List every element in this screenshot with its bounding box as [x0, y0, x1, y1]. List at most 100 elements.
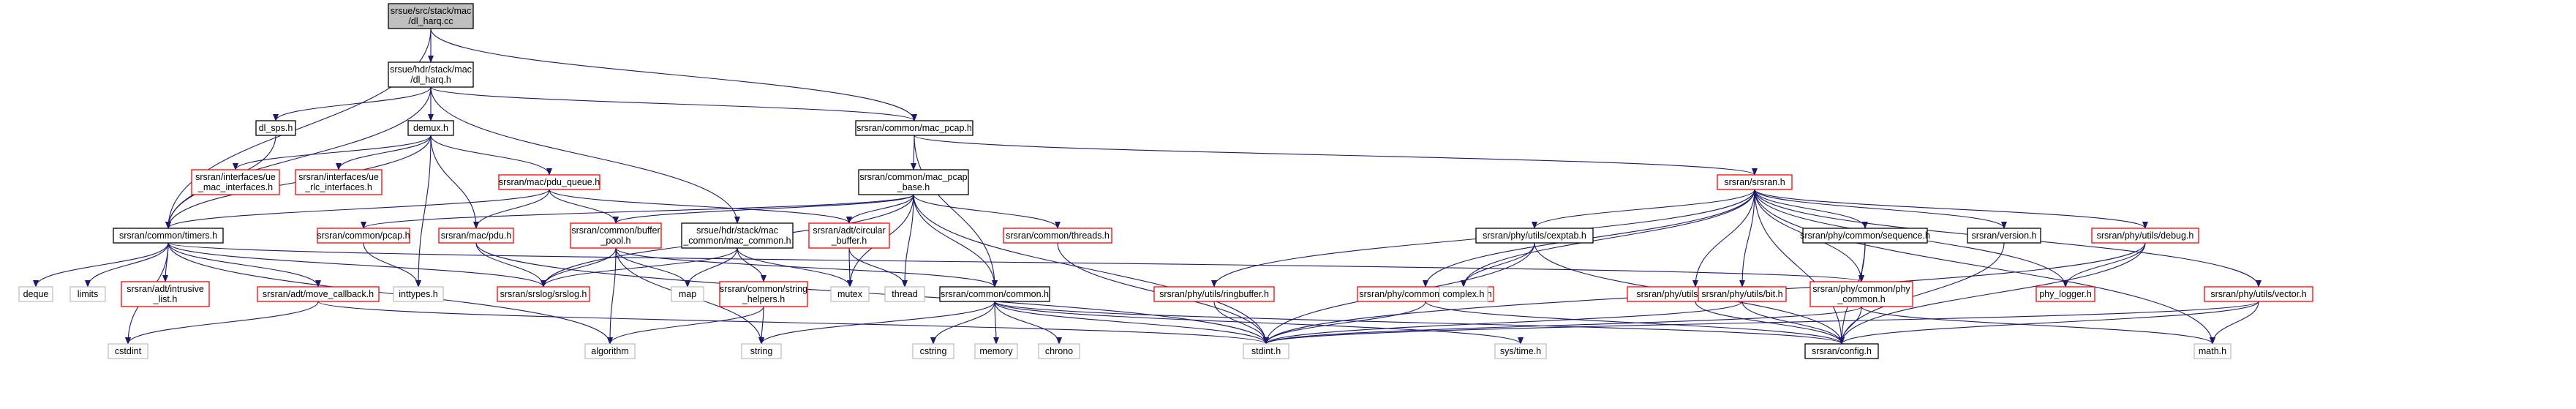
node-box	[191, 169, 280, 195]
node-label: srsran/adt/move_callback.h	[263, 289, 374, 299]
node-box	[388, 3, 474, 29]
edge-vector-to-math	[2210, 301, 2259, 345]
node-box	[584, 343, 636, 359]
node-box	[741, 343, 782, 359]
node-complex[interactable]: complex.h	[1439, 286, 1488, 302]
node-label: complex.h	[1443, 289, 1485, 299]
node-deque[interactable]: deque	[18, 286, 53, 302]
node-dl-harq-cc[interactable]: srsue/src/stack/mac/dl_harq.cc	[388, 3, 474, 29]
node-label: _pool.h	[600, 236, 630, 246]
node-circular-buffer[interactable]: srsran/adt/circular_buffer.h	[808, 222, 890, 249]
node-algorithm[interactable]: algorithm	[584, 343, 636, 359]
node-vector[interactable]: srsran/phy/utils/vector.h	[2204, 286, 2313, 302]
node-stdint[interactable]: stdint.h	[1243, 343, 1289, 359]
edge-mac_pcap_base-to-pcap	[361, 194, 914, 229]
node-label: mutex	[837, 289, 863, 299]
node-box	[1038, 343, 1080, 359]
edge-demux-to-ue_rlc_if	[336, 135, 432, 170]
node-cstdint[interactable]: cstdint	[108, 343, 148, 359]
node-intrusive-list[interactable]: srsran/adt/intrusive_list.h	[121, 281, 210, 307]
node-mac-pdu[interactable]: srsran/mac/pdu.h	[438, 228, 514, 244]
node-systime[interactable]: sys/time.h	[1494, 343, 1547, 359]
node-timers[interactable]: srsran/common/timers.h	[113, 228, 224, 244]
node-box	[858, 169, 969, 195]
node-config[interactable]: srsran/config.h	[1804, 343, 1879, 359]
node-label: srsran/srslog/srslog.h	[500, 289, 587, 299]
node-math[interactable]: math.h	[2193, 343, 2232, 359]
node-threads[interactable]: srsran/common/threads.h	[1003, 228, 1112, 244]
node-string[interactable]: string	[741, 343, 782, 359]
node-pcap[interactable]: srsran/common/pcap.h	[317, 228, 410, 244]
edge-string_helpers-to-algorithm	[607, 306, 764, 345]
edge-bit-to-config	[1741, 301, 1845, 345]
node-ue-mac-if[interactable]: srsran/interfaces/ue_mac_interfaces.h	[191, 169, 280, 195]
node-label: algorithm	[591, 346, 628, 356]
node-ringbuffer[interactable]: srsran/phy/utils/ringbuffer.h	[1153, 286, 1275, 302]
node-box	[939, 286, 1050, 302]
edge-timers-to-srslog	[167, 242, 546, 288]
node-box	[497, 286, 590, 302]
node-debug[interactable]: srsran/phy/utils/debug.h	[2091, 228, 2199, 244]
edge-mac_pcap-to-srsran_h	[914, 135, 1758, 176]
node-chrono[interactable]: chrono	[1038, 343, 1080, 359]
node-dl-sps[interactable]: dl_sps.h	[255, 120, 296, 136]
node-box	[1494, 343, 1547, 359]
edge-common_h-to-string	[758, 301, 995, 345]
edge-sequence-to-phy_common	[1858, 242, 1866, 282]
node-label: srsue/hdr/stack/mac	[696, 225, 778, 236]
node-label: /dl_harq.cc	[408, 16, 453, 26]
node-srsran-h[interactable]: srsran/srsran.h	[1717, 174, 1793, 190]
node-label: srsran/common/timers.h	[119, 230, 217, 241]
node-box	[2035, 286, 2095, 302]
node-pdu-queue[interactable]: srsran/mac/pdu_queue.h	[498, 174, 600, 190]
node-phy-logger[interactable]: phy_logger.h	[2035, 286, 2095, 302]
edge-common_h-to-cstring	[930, 301, 995, 345]
edge-circular_buffer-to-thread	[848, 247, 908, 288]
node-srslog[interactable]: srsran/srslog/srslog.h	[497, 286, 590, 302]
node-mac-pcap[interactable]: srsran/common/mac_pcap.h	[855, 120, 973, 136]
node-common-h[interactable]: srsran/common/common.h	[939, 286, 1050, 302]
node-box	[295, 169, 383, 195]
edge-mac_pdu-to-srslog	[475, 242, 546, 288]
dependency-edges	[33, 28, 2261, 345]
node-cexptab[interactable]: srsran/phy/utils/cexptab.h	[1475, 228, 1594, 244]
node-dl-harq-h[interactable]: srsue/hdr/stack/mac/dl_harq.h	[388, 61, 474, 88]
node-phy-common[interactable]: srsran/phy/common/phy_common.h	[1809, 281, 1913, 307]
node-label: srsran/phy/utils/vector.h	[2210, 289, 2306, 299]
node-label: srsue/hdr/stack/mac	[390, 64, 472, 75]
node-demux[interactable]: demux.h	[407, 120, 454, 136]
node-box	[317, 228, 410, 244]
node-ue-rlc-if[interactable]: srsran/interfaces/ue_rlc_interfaces.h	[295, 169, 383, 195]
node-label: srsran/interfaces/ue	[195, 172, 276, 182]
node-box	[1804, 343, 1879, 359]
node-buffer-pool[interactable]: srsran/common/buffer_pool.h	[570, 222, 662, 249]
node-string-helpers[interactable]: srsran/common/string_helpers.h	[719, 281, 808, 307]
node-memory[interactable]: memory	[974, 343, 1018, 359]
node-box	[570, 222, 662, 249]
node-thread[interactable]: thread	[884, 286, 925, 302]
node-mac-common[interactable]: srsue/hdr/stack/mac_common/mac_common.h	[681, 222, 794, 249]
node-label: inttypes.h	[399, 289, 438, 299]
node-box	[1153, 286, 1275, 302]
node-move-callback[interactable]: srsran/adt/move_callback.h	[257, 286, 380, 302]
node-mutex[interactable]: mutex	[830, 286, 870, 302]
edge-common_h-to-chrono	[994, 301, 1062, 345]
edge-phy_common-to-math	[1861, 306, 2215, 345]
edge-demux-to-inttypes	[415, 135, 432, 288]
node-bit[interactable]: srsran/phy/utils/bit.h	[1698, 286, 1787, 302]
node-limits[interactable]: limits	[69, 286, 106, 302]
node-label: limits	[78, 289, 98, 299]
node-sequence[interactable]: srsran/phy/common/sequence.h	[1800, 228, 1930, 244]
edge-common_h-to-memory	[993, 301, 999, 345]
node-map[interactable]: map	[671, 286, 704, 302]
edge-timers-to-algorithm	[167, 242, 613, 345]
node-label: /dl_harq.h	[410, 75, 451, 85]
edge-demux-to-pdu_queue	[430, 135, 552, 176]
node-mac-pcap-base[interactable]: srsran/common/mac_pcap_base.h	[858, 169, 969, 195]
node-cstring[interactable]: cstring	[912, 343, 954, 359]
node-version[interactable]: srsran/version.h	[1967, 228, 2041, 244]
node-box	[407, 120, 454, 136]
node-label: map	[679, 289, 696, 299]
node-inttypes[interactable]: inttypes.h	[393, 286, 444, 302]
